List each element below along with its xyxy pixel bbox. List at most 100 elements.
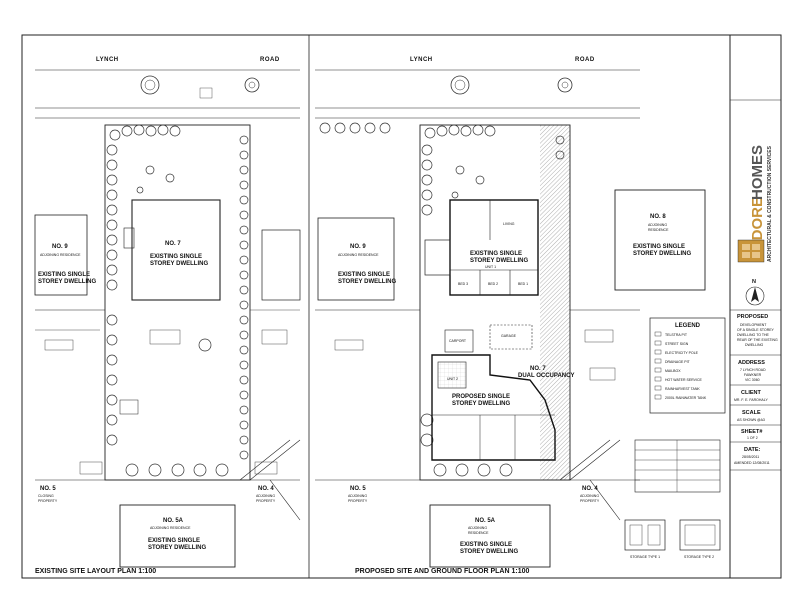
sheet-border bbox=[21, 34, 782, 579]
scale-label: SCALE bbox=[742, 410, 761, 416]
date-value-2: AMENDED 12/08/2011 bbox=[734, 461, 770, 465]
no7-line2: DUAL OCCUPANCY bbox=[518, 373, 574, 379]
scale-value: AS SHOWN @A3 bbox=[737, 418, 765, 422]
proposed-line2: OF A SINGLE STOREY bbox=[737, 328, 775, 332]
no5a-dwelling-left-2: STOREY DWELLING bbox=[148, 545, 206, 551]
storage-type-1: STORAGE TYPE 1 bbox=[630, 555, 660, 559]
proposed-line1: DEVELOPMENT bbox=[740, 323, 767, 327]
legend-symbol-icon bbox=[654, 331, 662, 337]
no5-sub2-right: PROPERTY bbox=[348, 499, 368, 503]
no4-title-right: NO. 4 bbox=[582, 486, 598, 492]
carport-label: CARPORT bbox=[449, 339, 467, 343]
legend-symbol-icon bbox=[654, 349, 662, 355]
unit1-line3: UNIT 1 bbox=[485, 265, 496, 269]
no8-title: NO. 8 bbox=[650, 214, 666, 220]
unit1-living: LIVING bbox=[503, 222, 515, 226]
road-label-road-right: ROAD bbox=[575, 57, 595, 63]
garage-label: GARAGE bbox=[501, 334, 517, 338]
north-label: N bbox=[752, 279, 756, 285]
client-value: MR. F. E. FAROHALY bbox=[734, 398, 768, 402]
legend-symbol-icon bbox=[654, 394, 662, 400]
legend-item-label: TELSTRA PIT bbox=[665, 333, 688, 337]
no8-sub: ADJOINING bbox=[648, 223, 667, 227]
no4-sub-right: ADJOINING bbox=[580, 494, 599, 498]
left-plan-title: EXISTING SITE LAYOUT PLAN 1:100 bbox=[35, 568, 156, 575]
storage-type-2: STORAGE TYPE 2 bbox=[684, 555, 714, 559]
legend-item-label: MAILBOX bbox=[665, 369, 681, 373]
no7-dwelling-left-2: STOREY DWELLING bbox=[150, 261, 208, 267]
no5a-sub2-right: RESIDENCE bbox=[468, 531, 489, 535]
logo-emblem bbox=[737, 239, 765, 263]
no7-title-left: NO. 7 bbox=[165, 241, 181, 247]
company-subtitle: ARCHITECTURAL & CONSTRUCTION SERVICES bbox=[767, 145, 773, 262]
proposed-site-ground-floor-plan: LYNCH ROAD L bbox=[315, 57, 726, 575]
no9-dwelling-right-2: STOREY DWELLING bbox=[338, 279, 396, 285]
unit2-line1: PROPOSED SINGLE bbox=[452, 394, 510, 400]
proposed-label: PROPOSED bbox=[737, 314, 768, 320]
no5a-title-right: NO. 5A bbox=[475, 518, 496, 524]
no4-sub2-right: PROPERTY bbox=[580, 499, 600, 503]
right-plan-title: PROPOSED SITE AND GROUND FLOOR PLAN 1:10… bbox=[355, 568, 529, 575]
proposed-line5: DWELLING bbox=[745, 343, 764, 347]
no5-sub-right: ADJOINING bbox=[348, 494, 367, 498]
sheet-value: 1 OF 2 bbox=[747, 436, 758, 440]
no4-sub2-left: PROPERTY bbox=[256, 499, 276, 503]
legend-item-label: STREET SIGN bbox=[665, 342, 689, 346]
sheet-label: SHEET# bbox=[741, 429, 762, 435]
unit1-bed1: BED 1 bbox=[518, 282, 528, 286]
legend-symbol-icon bbox=[654, 376, 662, 382]
legend-item-label: ELECTRICITY POLE bbox=[665, 351, 699, 355]
no5a-sub-right: ADJOINING bbox=[468, 526, 487, 530]
no5a-title-left: NO. 5A bbox=[163, 518, 184, 524]
legend-item-label: HOT WATER SERVICE bbox=[665, 378, 702, 382]
no5a-dwelling-left-1: EXISTING SINGLE bbox=[148, 538, 200, 544]
legend-title: LEGEND bbox=[675, 323, 701, 329]
no7-dwelling-left-1: EXISTING SINGLE bbox=[150, 254, 202, 260]
no5a-dwelling-right-2: STOREY DWELLING bbox=[460, 549, 518, 555]
client-label: CLIENT bbox=[741, 390, 762, 396]
existing-site-layout-plan: LYNCH ROAD bbox=[34, 57, 301, 575]
no9-sub-left: ADJOINING RESIDENCE bbox=[40, 253, 81, 257]
no5-title-right: NO. 5 bbox=[350, 486, 366, 492]
unit1-line2: STOREY DWELLING bbox=[470, 258, 528, 264]
no9-sub-right: ADJOINING RESIDENCE bbox=[338, 253, 379, 257]
legend-items: TELSTRA PIT STREET SIGN ELECTRICITY POLE DR… bbox=[654, 331, 707, 400]
address-line2: FAWKNER bbox=[744, 373, 762, 377]
proposed-line4: REAR OF THE EXISTING bbox=[737, 338, 778, 342]
title-block: ADDORE HOMES ARCHITECTURAL & CONSTRUCTIO… bbox=[730, 99, 781, 471]
road-label-road-left: ROAD bbox=[260, 57, 280, 63]
no5a-sub-left: ADJOINING RESIDENCE bbox=[150, 526, 191, 530]
legend-item-label: 2000L RAINWATER TANK bbox=[665, 396, 707, 400]
no9-dwelling-right-1: EXISTING SINGLE bbox=[338, 272, 390, 278]
unit1-bed2: BED 2 bbox=[488, 282, 498, 286]
unit1-bed3: BED 3 bbox=[458, 282, 468, 286]
address-label: ADDRESS bbox=[738, 360, 765, 366]
no9-dwelling-left-2: STOREY DWELLING bbox=[38, 279, 96, 285]
no5-sub-left: CLOSING bbox=[38, 494, 54, 498]
address-line1: 7 LYNCH ROAD bbox=[740, 368, 766, 372]
no5-sub2-left: PROPERTY bbox=[38, 499, 58, 503]
legend-item-label: DRAINAGE PIT bbox=[665, 360, 691, 364]
legend-symbol-icon bbox=[654, 358, 662, 364]
no5-title-left: NO. 5 bbox=[40, 486, 56, 492]
no9-dwelling-left-1: EXISTING SINGLE bbox=[38, 272, 90, 278]
unit2-line2: STOREY DWELLING bbox=[452, 401, 510, 407]
address-line3: VIC 3060 bbox=[745, 378, 760, 382]
no4-sub-left: ADJOINING bbox=[256, 494, 275, 498]
no9-title-left: NO. 9 bbox=[52, 244, 68, 250]
road-label-lynch-left: LYNCH bbox=[96, 57, 119, 63]
legend-symbol-icon bbox=[654, 367, 662, 373]
no8-sub2: RESIDENCE bbox=[648, 228, 669, 232]
no8-dwelling-1: EXISTING SINGLE bbox=[633, 244, 685, 250]
unit2-line3: UNIT 2 bbox=[447, 377, 458, 381]
date-label: DATE: bbox=[744, 447, 761, 453]
legend-symbol-icon bbox=[654, 385, 662, 391]
no7-line1: NO. 7 bbox=[530, 366, 546, 372]
legend-item-label: RAINHARVEST TANK bbox=[665, 387, 700, 391]
company-name-2: HOMES bbox=[749, 145, 766, 200]
unit1-line1: EXISTING SINGLE bbox=[470, 251, 522, 257]
no5a-dwelling-right-1: EXISTING SINGLE bbox=[460, 542, 512, 548]
road-label-lynch-right: LYNCH bbox=[410, 57, 433, 63]
